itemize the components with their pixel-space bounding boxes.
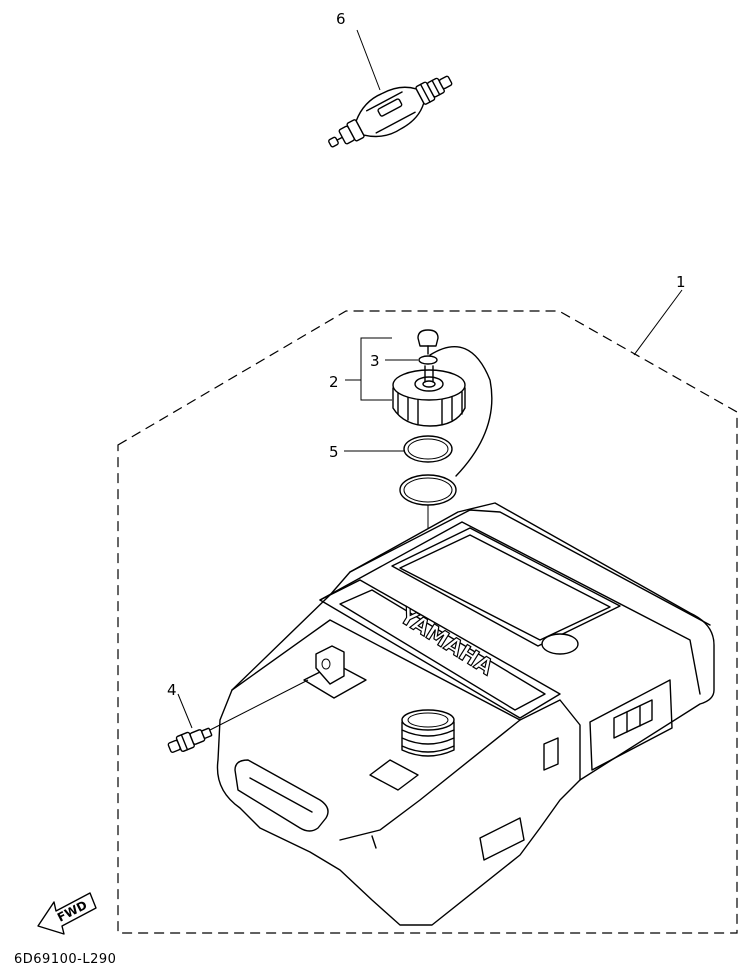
fuel-tank-leader-line xyxy=(633,289,683,356)
callout-4: 4 xyxy=(167,681,177,699)
joint-leader-line xyxy=(177,693,193,729)
filler-cap xyxy=(392,365,466,427)
kit-boundary xyxy=(117,310,738,934)
diagram-code: 6D69100-L290 xyxy=(14,952,116,967)
cap-tether-cord xyxy=(429,346,493,477)
hose-connector-mount xyxy=(303,645,367,699)
cap-assembly: 3 2 xyxy=(329,329,493,477)
primer-pump-assembly: 6 xyxy=(328,10,453,148)
fuel-gauge-window xyxy=(541,633,579,655)
primer-pump-leader-line xyxy=(356,29,381,91)
tank-side-window xyxy=(589,679,673,771)
callout-1: 1 xyxy=(676,273,686,291)
fuel-tank: YAMAHA xyxy=(216,502,715,926)
callout-2: 2 xyxy=(329,373,339,391)
fwd-direction-arrow: FWD xyxy=(37,892,97,935)
cap-bracket xyxy=(345,337,392,401)
vent-screw xyxy=(417,329,439,347)
vent-o-ring xyxy=(418,355,438,365)
brand-panel xyxy=(319,579,561,719)
primer-pump xyxy=(328,75,453,148)
joint-group: 4 xyxy=(167,679,309,753)
tank-side-slot xyxy=(479,817,525,861)
hose-joint xyxy=(167,727,213,753)
callout-3: 3 xyxy=(370,352,380,370)
joint-axis-line xyxy=(209,679,309,731)
tank-top-panel xyxy=(391,527,621,647)
gasket xyxy=(403,435,453,463)
tank-filler-neck xyxy=(401,709,455,757)
filler-ring xyxy=(399,474,457,506)
callout-5: 5 xyxy=(329,443,339,461)
callout-6: 6 xyxy=(336,10,346,28)
